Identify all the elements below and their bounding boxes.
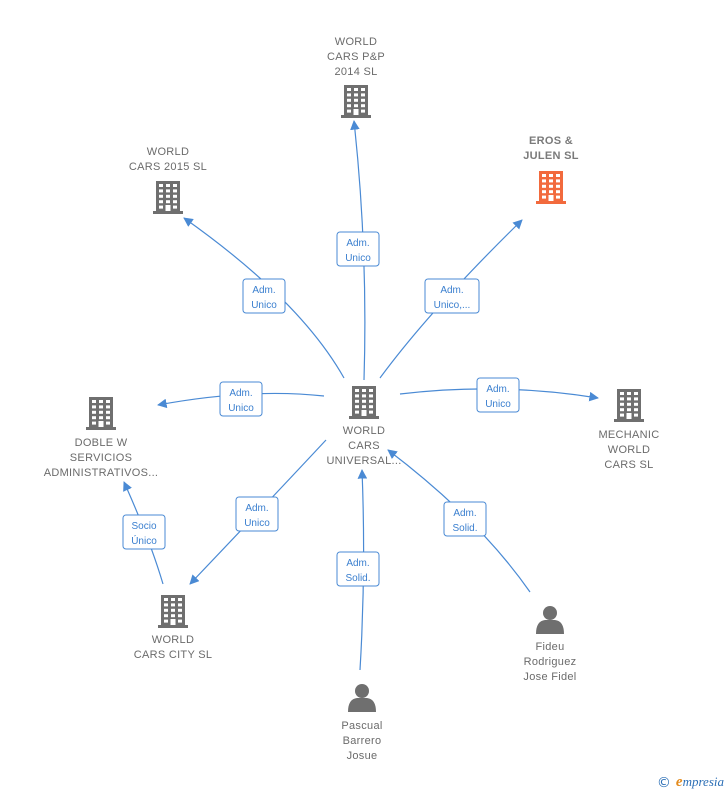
node-label-line: 2014 SL — [334, 66, 377, 78]
edge-label-text: Unico,... — [434, 300, 471, 311]
edge-label-text: Adm. — [453, 508, 476, 519]
building-icon — [158, 595, 188, 628]
person-icon — [536, 606, 564, 634]
edge-label-text: Unico — [228, 403, 254, 414]
edge-label-box — [424, 278, 480, 314]
edge-label-box — [235, 496, 279, 532]
node-doblew[interactable]: DOBLE W SERVICIOS ADMINISTRATIVOS... — [44, 397, 159, 479]
node-eros[interactable]: EROS & JULEN SL — [523, 135, 579, 204]
node-label-line: UNIVERSAL... — [326, 455, 401, 467]
nodes-layer: WORLD CARS UNIVERSAL... WORLD CARS P&P 2014 S… — [44, 36, 660, 762]
edge-label-text: Adm. — [346, 558, 369, 569]
node-label-line: CARS 2015 SL — [129, 161, 207, 173]
edge-label-text: Adm. — [346, 238, 369, 249]
edge-label-text: Adm. — [252, 285, 275, 296]
edge-label-center-to-mechanic[interactable]: Adm. Unico — [476, 377, 520, 413]
edge-label-center-to-carscity[interactable]: Adm. Unico — [235, 496, 279, 532]
edge-label-text: Unico — [345, 253, 371, 264]
edge-label-text: Adm. — [486, 384, 509, 395]
node-label-line: WORLD — [147, 146, 189, 158]
person-icon — [348, 684, 376, 712]
node-label-line: WORLD — [152, 634, 194, 646]
edge-label-box — [336, 231, 380, 267]
edge-label-text: Solid. — [345, 573, 370, 584]
node-label-line: CARS CITY SL — [134, 649, 213, 661]
building-icon — [153, 181, 183, 214]
edge-label-center-to-doblew[interactable]: Adm. Unico — [219, 381, 263, 417]
edge-label-box — [219, 381, 263, 417]
edge-label-box — [336, 551, 380, 587]
edge-label-fideu-to-center[interactable]: Adm. Solid. — [443, 501, 487, 537]
edge-label-center-to-eros[interactable]: Adm. Unico,... — [424, 278, 480, 314]
footer-brand: © empresia — [657, 774, 724, 791]
edge-label-center-to-pp2014[interactable]: Adm. Unico — [336, 231, 380, 267]
copyright-icon: © — [656, 774, 671, 791]
building-icon — [341, 85, 371, 118]
edge-label-text: Solid. — [452, 523, 477, 534]
node-carscity[interactable]: WORLD CARS CITY SL — [134, 595, 213, 661]
node-label-line: Rodriguez — [524, 656, 577, 668]
building-icon — [86, 397, 116, 430]
node-label-line: WORLD — [608, 444, 650, 456]
node-label-line: JULEN SL — [523, 150, 579, 162]
building-icon — [614, 389, 644, 422]
brand-name: mpresia — [682, 774, 724, 789]
edge-label-text: Adm. — [229, 388, 252, 399]
node-label-line: EROS & — [529, 135, 573, 147]
node-label-line: Jose Fidel — [523, 671, 576, 683]
node-cars2015[interactable]: WORLD CARS 2015 SL — [129, 146, 207, 214]
edge-label-text: Adm. — [245, 503, 268, 514]
node-label-line: Josue — [347, 750, 378, 762]
node-label-line: WORLD — [343, 425, 385, 437]
node-label-line: Fideu — [535, 641, 564, 653]
brand-initial: e — [675, 774, 683, 790]
edge-label-box — [242, 278, 286, 314]
edge-label-text: Único — [131, 534, 157, 547]
edge-label-text: Adm. — [440, 285, 463, 296]
node-center[interactable]: WORLD CARS UNIVERSAL... — [326, 386, 401, 467]
node-label-line: Barrero — [343, 735, 382, 747]
edge-label-text: Unico — [251, 300, 277, 311]
node-label-line: Pascual — [341, 720, 382, 732]
edge-label-box — [122, 514, 166, 550]
node-label-line: CARS SL — [604, 459, 653, 471]
edge-labels-layer: Adm.UnicoAdm.UnicoAdm.Unico,...Adm.Unico… — [122, 231, 520, 587]
edge-label-center-to-cars2015[interactable]: Adm. Unico — [242, 278, 286, 314]
node-label-line: CARS P&P — [327, 51, 385, 63]
node-label-line: ADMINISTRATIVOS... — [44, 467, 159, 479]
building-icon — [536, 171, 566, 204]
building-icon — [349, 386, 379, 419]
node-label-line: WORLD — [335, 36, 377, 48]
edge-label-box — [443, 501, 487, 537]
edge-label-pascual-to-center[interactable]: Adm. Solid. — [336, 551, 380, 587]
node-label-line: MECHANIC — [598, 429, 659, 441]
edge-label-box — [476, 377, 520, 413]
node-label-line: CARS — [348, 440, 380, 452]
edge-label-text: Unico — [485, 399, 511, 410]
node-mechanic[interactable]: MECHANIC WORLD CARS SL — [598, 389, 659, 471]
edge-label-text: Unico — [244, 518, 270, 529]
node-label-line: DOBLE W — [75, 437, 128, 449]
brand-logo[interactable]: empresia — [676, 774, 724, 791]
node-label-line: SERVICIOS — [70, 452, 132, 464]
edge-label-text: Socio — [131, 521, 156, 532]
node-pp2014[interactable]: WORLD CARS P&P 2014 SL — [327, 36, 385, 118]
